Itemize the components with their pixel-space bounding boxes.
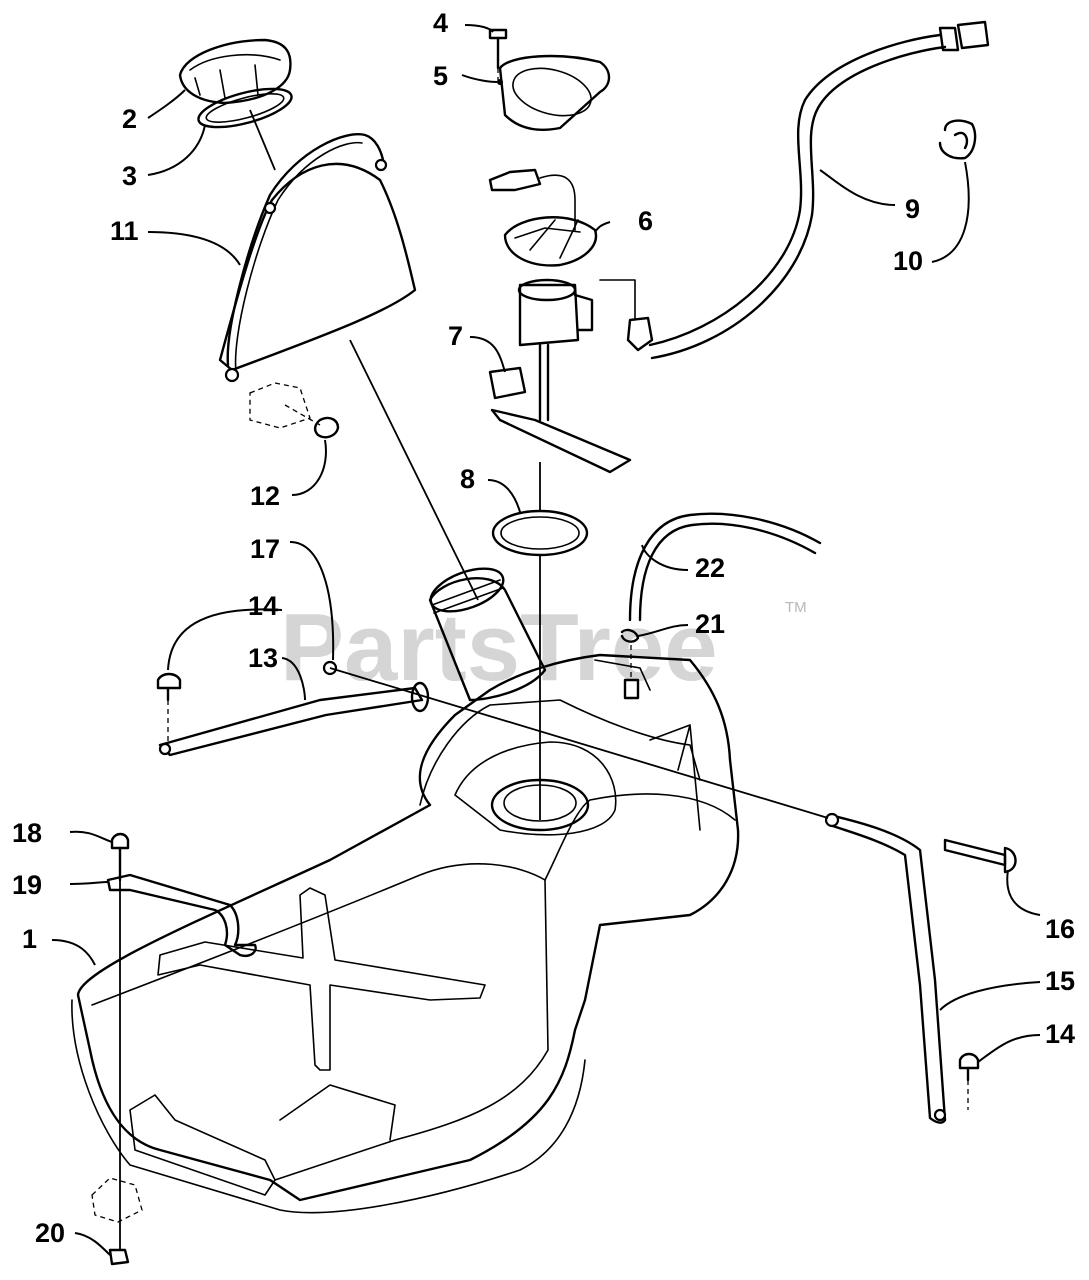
callout-14-left: 14 bbox=[248, 591, 278, 621]
callout-5: 5 bbox=[433, 61, 448, 91]
callout-10: 10 bbox=[893, 246, 923, 276]
callouts: 2 3 4 5 11 12 6 7 8 9 10 17 14 13 22 21 … bbox=[12, 8, 1075, 1248]
watermark-text: PartsTree bbox=[280, 594, 718, 701]
cap-gasket bbox=[197, 87, 293, 129]
callout-1: 1 bbox=[22, 924, 37, 954]
strap-19 bbox=[106, 873, 257, 957]
callout-6: 6 bbox=[638, 206, 653, 236]
callout-22: 22 bbox=[695, 553, 725, 583]
hose-clamp bbox=[938, 119, 977, 160]
callout-19: 19 bbox=[12, 870, 42, 900]
fuel-hose bbox=[648, 20, 990, 360]
callout-2: 2 bbox=[122, 104, 137, 134]
callout-20: 20 bbox=[35, 1218, 65, 1248]
callout-21: 21 bbox=[695, 609, 725, 639]
callout-3: 3 bbox=[122, 161, 137, 191]
callout-15: 15 bbox=[1045, 966, 1075, 996]
leader-lines bbox=[51, 24, 1041, 1256]
callout-8: 8 bbox=[460, 464, 475, 494]
callout-16: 16 bbox=[1045, 914, 1075, 944]
assembly-axis-rod bbox=[329, 667, 829, 819]
callout-18: 18 bbox=[12, 818, 42, 848]
o-ring bbox=[491, 509, 589, 557]
filler-neck bbox=[428, 567, 547, 702]
fuel-pump-assembly bbox=[488, 168, 654, 474]
screw-18 bbox=[110, 832, 130, 882]
heat-shield bbox=[218, 133, 417, 383]
callout-11: 11 bbox=[110, 216, 139, 246]
screw-4 bbox=[488, 28, 508, 70]
bracket-12-plate bbox=[249, 382, 340, 439]
fuel-tank bbox=[71, 653, 740, 1214]
vent-hose bbox=[628, 512, 822, 622]
screw-14-left bbox=[156, 672, 182, 702]
callout-7: 7 bbox=[448, 321, 463, 351]
bracket-15 bbox=[824, 812, 947, 1124]
vent-fitting bbox=[620, 628, 640, 700]
callout-12: 12 bbox=[250, 481, 280, 511]
callout-14-right: 14 bbox=[1045, 1019, 1075, 1049]
watermark-trademark: TM bbox=[785, 599, 807, 616]
callout-4: 4 bbox=[433, 8, 448, 38]
screw-14-right bbox=[958, 1052, 980, 1082]
callout-9: 9 bbox=[905, 194, 920, 224]
nut-20 bbox=[91, 1177, 143, 1266]
assembly-axis-filler bbox=[249, 109, 479, 601]
callout-13: 13 bbox=[248, 643, 278, 673]
assembly-axis-bracket bbox=[284, 404, 321, 426]
flange-gasket bbox=[497, 54, 611, 131]
callout-17: 17 bbox=[250, 534, 280, 564]
bolt-16 bbox=[943, 838, 1017, 874]
fuel-cap bbox=[178, 38, 292, 105]
